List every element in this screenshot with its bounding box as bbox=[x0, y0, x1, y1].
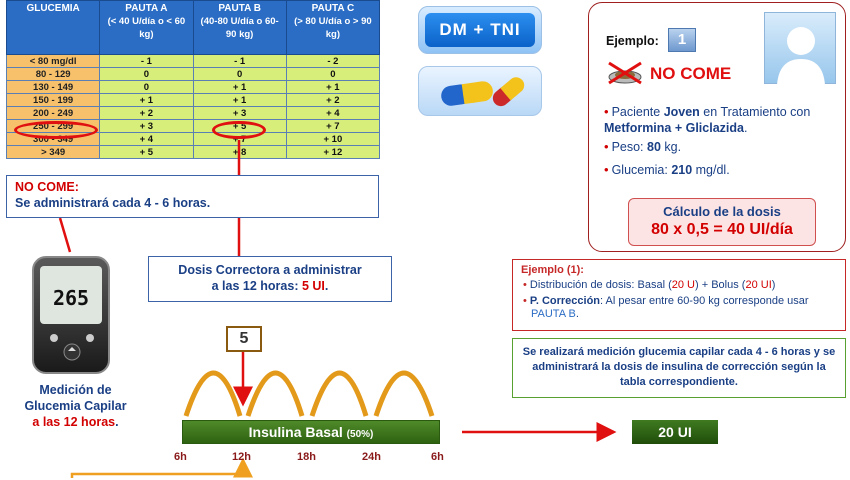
bolus-arc-2 bbox=[245, 370, 305, 417]
bolus-arc-1 bbox=[183, 370, 243, 417]
tick-12h: 12h bbox=[232, 451, 251, 463]
pauta-b-value: + 3 bbox=[192, 106, 287, 120]
tick-6h: 6h bbox=[174, 451, 187, 463]
basal-dose-result: 20 UI bbox=[632, 420, 718, 444]
tick-6h-next: 6h bbox=[431, 451, 444, 463]
meter-caption: Medición de Glucemia Capilar a las 12 ho… bbox=[24, 383, 127, 429]
pauta-a-value: + 5 bbox=[99, 145, 194, 159]
corrective-dose-line2: a las 12 horas: 5 UI. bbox=[211, 279, 329, 293]
pauta-a-value: - 1 bbox=[99, 54, 194, 68]
no-come-title: NO COME: bbox=[15, 180, 79, 194]
dose-title: Cálculo de la dosis bbox=[663, 204, 781, 219]
pauta-a-value: + 2 bbox=[99, 106, 194, 120]
pauta-a-value: 0 bbox=[99, 80, 194, 94]
pauta-b-value: 0 bbox=[192, 67, 287, 81]
table-row: 150 - 199+ 1+ 1+ 2 bbox=[5, 93, 381, 107]
meter-to-table-line bbox=[58, 217, 72, 253]
dose-value: 80 x 0,5 = 40 UI/día bbox=[651, 221, 793, 238]
pauta-b-value: + 1 bbox=[192, 93, 287, 107]
dm-tni-badge: DM + TNI bbox=[418, 6, 542, 54]
corrective-dose-box: Dosis Correctora a administrar a las 12 … bbox=[148, 256, 392, 302]
no-food-icon bbox=[608, 61, 642, 85]
glucose-range: 130 - 149 bbox=[5, 80, 101, 94]
table-header-row: GLUCEMIA PAUTA A(< 40 U/día o < 60 kg) P… bbox=[5, 0, 381, 55]
header-pauta-b: PAUTA B(40-80 U/día o 60-90 kg) bbox=[192, 0, 287, 55]
no-come-text: Se administrará cada 4 - 6 horas. bbox=[15, 196, 211, 210]
pauta-c-value: + 2 bbox=[285, 93, 381, 107]
glucometer-reading: 265 bbox=[40, 266, 102, 324]
table-row: < 80 mg/dl- 1- 1- 2 bbox=[5, 54, 381, 68]
glucose-range: < 80 mg/dl bbox=[5, 54, 101, 68]
pauta-b-highlight-ring bbox=[212, 121, 266, 139]
ejemplo-1-heading: Ejemplo (1): bbox=[521, 264, 584, 276]
glucose-range: > 349 bbox=[5, 145, 101, 159]
correction-dose-table: GLUCEMIA PAUTA A(< 40 U/día o < 60 kg) P… bbox=[5, 0, 381, 159]
weight-bullet: •Peso: 80 kg. bbox=[604, 139, 682, 154]
glucose-bullet: •Glucemia: 210 mg/dl. bbox=[604, 162, 730, 177]
tick-24h: 24h bbox=[362, 451, 381, 463]
pauta-c-value: + 4 bbox=[285, 106, 381, 120]
dm-tni-label: DM + TNI bbox=[425, 13, 535, 47]
monitoring-note-box: Se realizará medición glucemia capilar c… bbox=[512, 338, 846, 398]
bolus-arc-4 bbox=[373, 370, 435, 417]
no-come-box: NO COME: Se administrará cada 4 - 6 hora… bbox=[6, 175, 379, 218]
bolus-value-box: 5 bbox=[226, 326, 262, 352]
user-silhouette-icon bbox=[777, 27, 825, 85]
dose-distribution-row: • Distribución de dosis: Basal (20 U) + … bbox=[523, 279, 776, 291]
pill-badge bbox=[418, 66, 542, 116]
pauta-b-value: + 1 bbox=[192, 80, 287, 94]
basal-insulin-bar: Insulina Basal (50%) bbox=[182, 420, 440, 444]
example-label: Ejemplo: bbox=[606, 34, 659, 48]
corrective-dose-line1: Dosis Correctora a administrar bbox=[178, 263, 362, 277]
bolus-arc-3 bbox=[309, 370, 369, 417]
capsules-icon bbox=[441, 77, 525, 107]
glucometer-buttons bbox=[50, 334, 94, 361]
ejemplo-1-box: Ejemplo (1): • Distribución de dosis: Ba… bbox=[512, 259, 846, 331]
glucose-highlight-ring bbox=[14, 121, 98, 139]
tick-18h: 18h bbox=[297, 451, 316, 463]
table-row: 200 - 249+ 2+ 3+ 4 bbox=[5, 106, 381, 120]
pauta-c-value: - 2 bbox=[285, 54, 381, 68]
patient-avatar bbox=[764, 12, 836, 85]
example-number: 1 bbox=[668, 28, 696, 52]
no-come-label: NO COME bbox=[650, 64, 732, 83]
pauta-c-value: + 7 bbox=[285, 119, 381, 133]
dose-calculation-box: Cálculo de la dosis 80 x 0,5 = 40 UI/día bbox=[628, 198, 816, 246]
feedback-arrow bbox=[70, 457, 253, 478]
glucose-range: 80 - 129 bbox=[5, 67, 101, 81]
header-pauta-c: PAUTA C(> 80 U/día o > 90 kg) bbox=[285, 0, 381, 55]
pauta-c-value: + 1 bbox=[285, 80, 381, 94]
patient-info-bullet: •Paciente Joven en Tratamiento con Metfo… bbox=[604, 104, 811, 135]
pauta-c-value: + 12 bbox=[285, 145, 381, 159]
correction-row: • P. Corrección: Al pesar entre 60-90 kg… bbox=[523, 295, 809, 320]
pauta-a-value: + 4 bbox=[99, 132, 194, 146]
header-glucemia: GLUCEMIA bbox=[5, 0, 101, 55]
